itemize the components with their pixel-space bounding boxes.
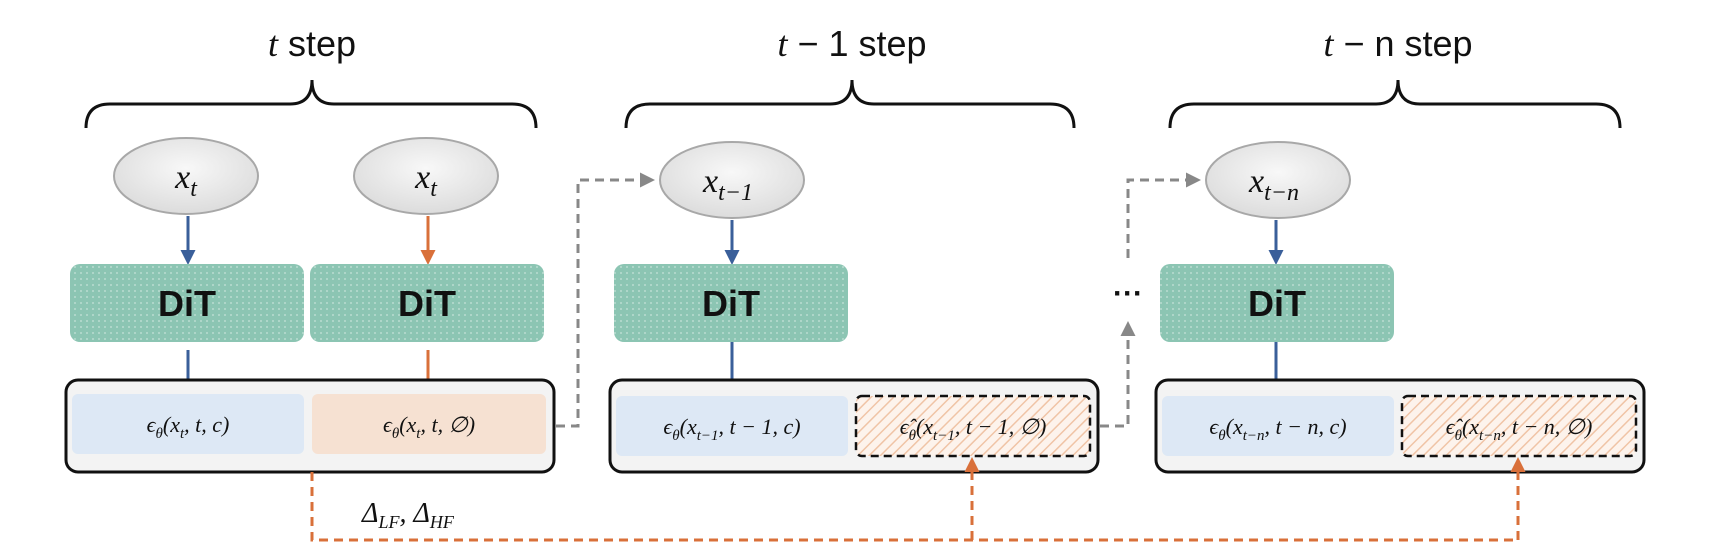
brace-step-t-minus-n: [1168, 79, 1622, 129]
connector-step-t-minus-1-to-ellipsis: [1100, 321, 1136, 428]
brace-step-t: [84, 79, 538, 129]
input-node-x-t-conditional: xt: [113, 137, 259, 215]
step-title-t-minus-n: t − n step: [1323, 23, 1472, 64]
svg-text:xt−1: xt−1: [702, 163, 753, 206]
output-eps-hat-uncond-t-minus-1: ϵ̂θ(xt−1, t − 1, ∅): [854, 394, 1092, 458]
delta-reuse-connector: [310, 472, 1518, 542]
svg-text:DiT: DiT: [1248, 283, 1306, 324]
svg-text:DiT: DiT: [158, 283, 216, 324]
input-node-x-t-minus-n: xt−n: [1205, 141, 1351, 219]
output-eps-hat-uncond-t-minus-n: ϵ̂θ(xt−n, t − n, ∅): [1400, 394, 1638, 458]
svg-text:ϵθ(xt, t, c): ϵθ(xt, t, c): [147, 412, 230, 442]
step-title-t: t step: [268, 23, 356, 64]
svg-text:ϵθ(xt, t, ∅): ϵθ(xt, t, ∅): [383, 412, 475, 442]
svg-text:xt: xt: [174, 159, 198, 202]
dit-block-cond-t: DiT: [70, 264, 304, 342]
svg-text:DiT: DiT: [398, 283, 456, 324]
step-title-t-minus-1: t − 1 step: [777, 23, 926, 64]
output-eps-uncond-t: ϵθ(xt, t, ∅): [312, 394, 546, 454]
dit-block-uncond-t: DiT: [310, 264, 544, 342]
output-eps-cond-t-minus-1: ϵθ(xt−1, t − 1, c): [616, 396, 848, 456]
svg-text:xt: xt: [414, 159, 438, 202]
delta-label: ΔLF, ΔHF: [361, 498, 455, 532]
input-node-x-t-unconditional: xt: [353, 137, 499, 215]
output-eps-cond-t-minus-n: ϵθ(xt−n, t − n, c): [1162, 396, 1394, 456]
connector-ellipsis-to-t-minus-n: [1126, 172, 1201, 258]
dit-block-t-minus-n: DiT: [1160, 264, 1394, 342]
connector-step-t-to-t-minus-1: [556, 172, 655, 428]
output-eps-cond-t: ϵθ(xt, t, c): [72, 394, 304, 454]
svg-text:xt−n: xt−n: [1248, 163, 1299, 206]
svg-text:ϵθ(xt−n, t − n, c): ϵθ(xt−n, t − n, c): [1209, 414, 1346, 444]
svg-text:DiT: DiT: [702, 283, 760, 324]
brace-step-t-minus-1: [624, 79, 1076, 129]
input-node-x-t-minus-1: xt−1: [659, 141, 805, 219]
dit-block-t-minus-1: DiT: [614, 264, 848, 342]
svg-text:ϵθ(xt−1, t − 1, c): ϵθ(xt−1, t − 1, c): [663, 414, 800, 444]
ellipsis-more-steps: ···: [1113, 277, 1143, 310]
